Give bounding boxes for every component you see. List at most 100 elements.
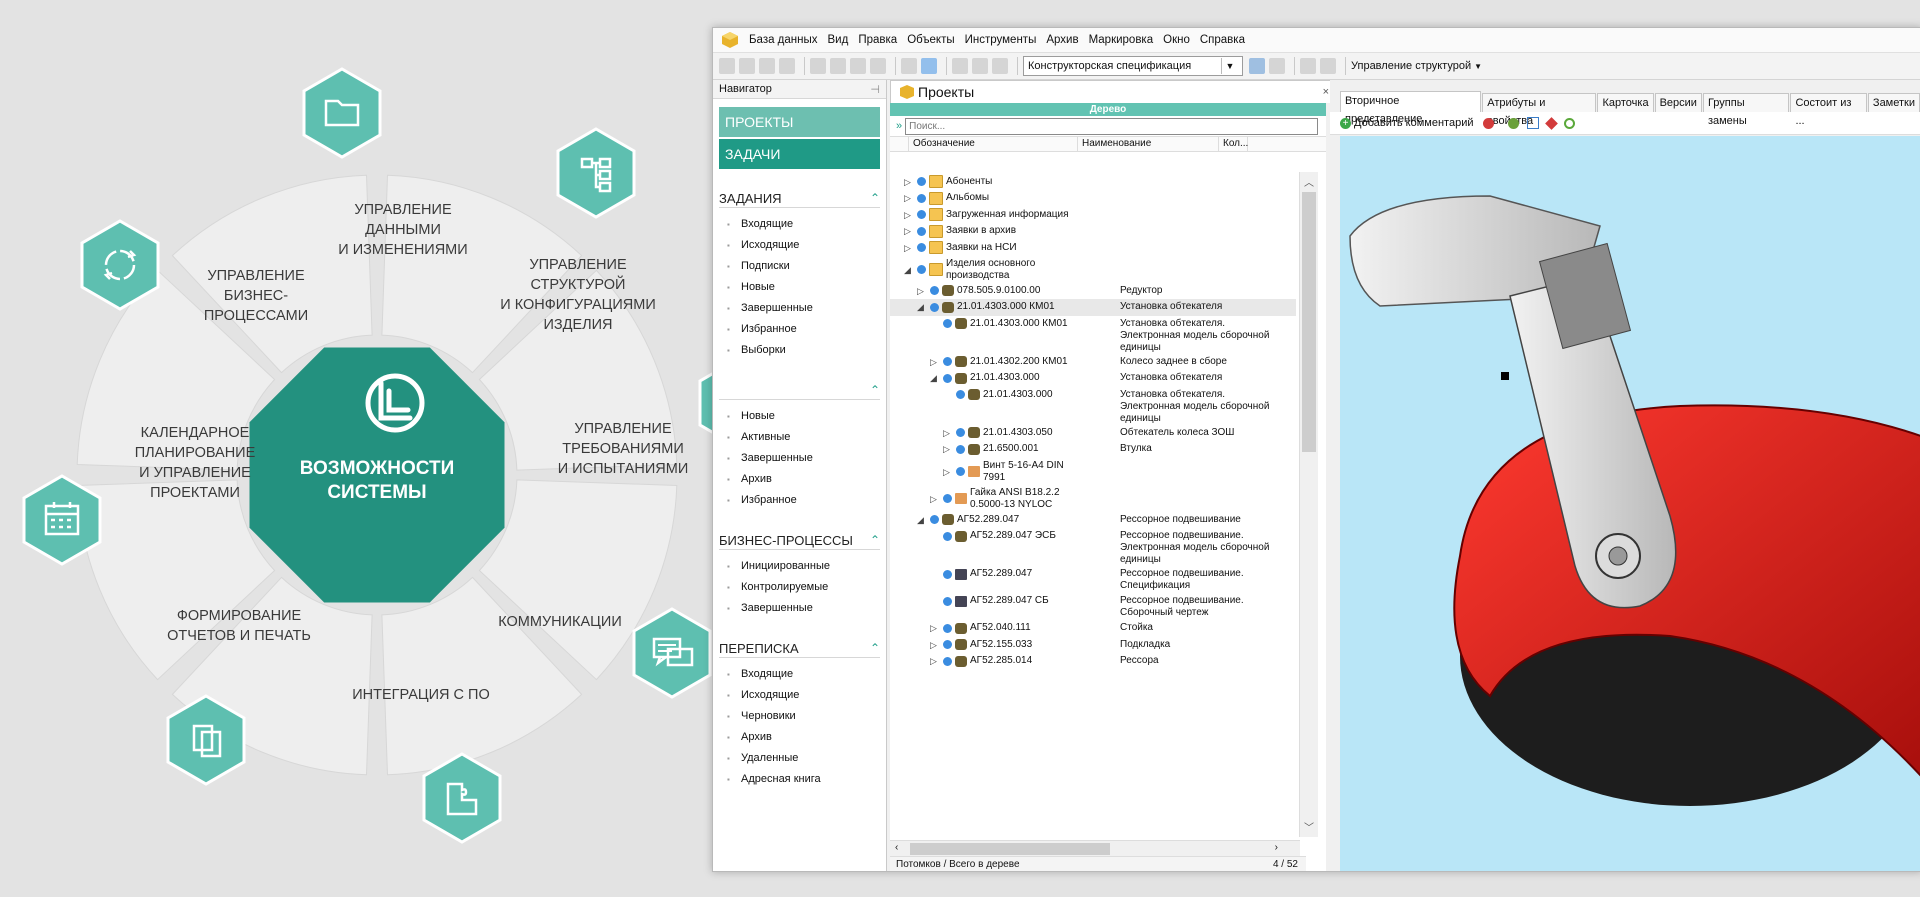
nav-item[interactable]: Контролируемые: [727, 577, 886, 598]
menu-item[interactable]: Вид: [827, 34, 849, 46]
expand-toggle-icon[interactable]: ▷: [930, 656, 937, 666]
nav-section-header[interactable]: БИЗНЕС-ПРОЦЕССЫ⌃: [719, 531, 880, 550]
scroll-thumb[interactable]: [1302, 192, 1316, 452]
3d-viewport[interactable]: [1340, 136, 1920, 871]
nav-item[interactable]: Новые: [727, 277, 886, 298]
nav-item[interactable]: Выборки: [727, 340, 886, 361]
nav-item[interactable]: Архив: [727, 727, 886, 748]
nav-item[interactable]: Входящие: [727, 664, 886, 685]
link-icon[interactable]: [1300, 58, 1316, 74]
expand-toggle-icon[interactable]: ▷: [904, 226, 911, 236]
expand-toggle-icon[interactable]: ▷: [930, 493, 937, 504]
doc-tool-icon[interactable]: [870, 58, 886, 74]
column-designation[interactable]: Обозначение: [909, 137, 1078, 151]
nav-item[interactable]: Завершенные: [727, 298, 886, 319]
details-tab[interactable]: Группы замены: [1702, 93, 1790, 127]
table-icon[interactable]: [1249, 58, 1265, 74]
horizontal-scrollbar[interactable]: ‹ ›: [890, 840, 1300, 857]
open-icon[interactable]: [739, 58, 755, 74]
expand-toggle-icon[interactable]: ◢: [917, 514, 924, 525]
nav-section-header[interactable]: ПЕРЕПИСКА⌃: [719, 639, 880, 658]
new-icon[interactable]: [719, 58, 735, 74]
nav-item[interactable]: Избранное: [727, 490, 886, 511]
zoom-icon[interactable]: [921, 58, 937, 74]
nav-section-header[interactable]: ⌃: [719, 381, 880, 400]
nav-item[interactable]: Избранное: [727, 319, 886, 340]
calendar-tool-icon[interactable]: [759, 58, 775, 74]
expand-toggle-icon[interactable]: ▷: [904, 176, 911, 187]
structure-menu-arrow-icon[interactable]: ▼: [1474, 61, 1483, 71]
nav-item[interactable]: Исходящие: [727, 685, 886, 706]
scroll-down-icon[interactable]: ﹀: [1304, 823, 1314, 834]
details-tab[interactable]: Карточка: [1597, 93, 1654, 112]
details-tab[interactable]: Состоит из ...: [1790, 93, 1867, 127]
tree-row[interactable]: ▷Загруженная информация: [890, 206, 1296, 223]
nav-item[interactable]: Архив: [727, 469, 886, 490]
details-tab[interactable]: Версии: [1654, 93, 1702, 112]
nav-item[interactable]: Входящие: [727, 214, 886, 235]
expand-toggle-icon[interactable]: ▷: [943, 466, 950, 477]
expand-toggle-icon[interactable]: ▷: [930, 356, 937, 367]
menu-item[interactable]: Инструменты: [964, 34, 1037, 46]
add-comment-icon[interactable]: +: [1340, 117, 1351, 129]
paste-icon[interactable]: [992, 58, 1008, 74]
tree-row[interactable]: ◢Изделия основного производства: [890, 256, 1296, 283]
refresh-icon[interactable]: [1508, 117, 1520, 129]
tree-row[interactable]: ▷Заявки на НСИ: [890, 239, 1296, 256]
search-input[interactable]: Поиск...: [905, 117, 1318, 135]
menu-item[interactable]: Правка: [858, 34, 898, 46]
delete-icon[interactable]: [1483, 117, 1495, 129]
window-icon[interactable]: [779, 58, 795, 74]
nav-item[interactable]: Подписки: [727, 256, 886, 277]
close-icon[interactable]: ×: [1322, 86, 1329, 98]
nav-item[interactable]: Новые: [727, 406, 886, 427]
nav-item[interactable]: Удаленные: [727, 748, 886, 769]
tree-row[interactable]: ▷Альбомы: [890, 190, 1296, 207]
key-icon[interactable]: [830, 58, 846, 74]
sync-icon[interactable]: [1564, 117, 1576, 129]
pin-red-icon[interactable]: [1545, 116, 1559, 130]
circle-tool-icon[interactable]: [810, 58, 826, 74]
menu-item[interactable]: База данных: [749, 34, 818, 46]
expand-toggle-icon[interactable]: ▷: [930, 623, 937, 633]
nav-item[interactable]: Активные: [727, 427, 886, 448]
collapse-chevron-icon[interactable]: ⌃: [869, 641, 880, 655]
projects-tab[interactable]: Проекты ×: [890, 80, 1338, 103]
collapse-chevron-icon[interactable]: ⌃: [869, 533, 880, 547]
cut-icon[interactable]: [952, 58, 968, 74]
vertical-scrollbar[interactable]: ︿ ﹀: [1299, 172, 1318, 837]
menu-item[interactable]: Справка: [1199, 34, 1245, 46]
tree-row[interactable]: ▷Винт 5-16-A4 DIN 7991: [890, 458, 1296, 485]
nav-item[interactable]: Исходящие: [727, 235, 886, 256]
expand-toggle-icon[interactable]: ▷: [904, 193, 911, 203]
expand-all-icon[interactable]: »: [896, 120, 903, 132]
details-tab[interactable]: Вторичное представление: [1340, 91, 1482, 125]
tree-row[interactable]: ▷Заявки в архив: [890, 223, 1296, 240]
nav-projects-button[interactable]: ПРОЕКТЫ: [719, 107, 880, 137]
column-name[interactable]: Наименование: [1078, 137, 1219, 151]
tree-row[interactable]: ▷Абоненты: [890, 173, 1296, 190]
details-tab[interactable]: Заметки: [1867, 93, 1920, 112]
expand-toggle-icon[interactable]: ◢: [917, 302, 924, 312]
expand-toggle-icon[interactable]: ▷: [904, 209, 911, 220]
add-comment-button[interactable]: Добавить комментарий: [1354, 117, 1474, 129]
spec-type-combo[interactable]: Конструкторская спецификация ▼: [1023, 56, 1243, 76]
menu-item[interactable]: Окно: [1163, 34, 1190, 46]
scroll-right-icon[interactable]: ›: [1274, 842, 1278, 853]
nav-tasks-button[interactable]: ЗАДАЧИ: [719, 139, 880, 169]
expand-toggle-icon[interactable]: ▷: [904, 242, 911, 253]
expand-toggle-icon[interactable]: ▷: [943, 444, 950, 454]
expand-toggle-icon[interactable]: ▷: [943, 427, 950, 438]
